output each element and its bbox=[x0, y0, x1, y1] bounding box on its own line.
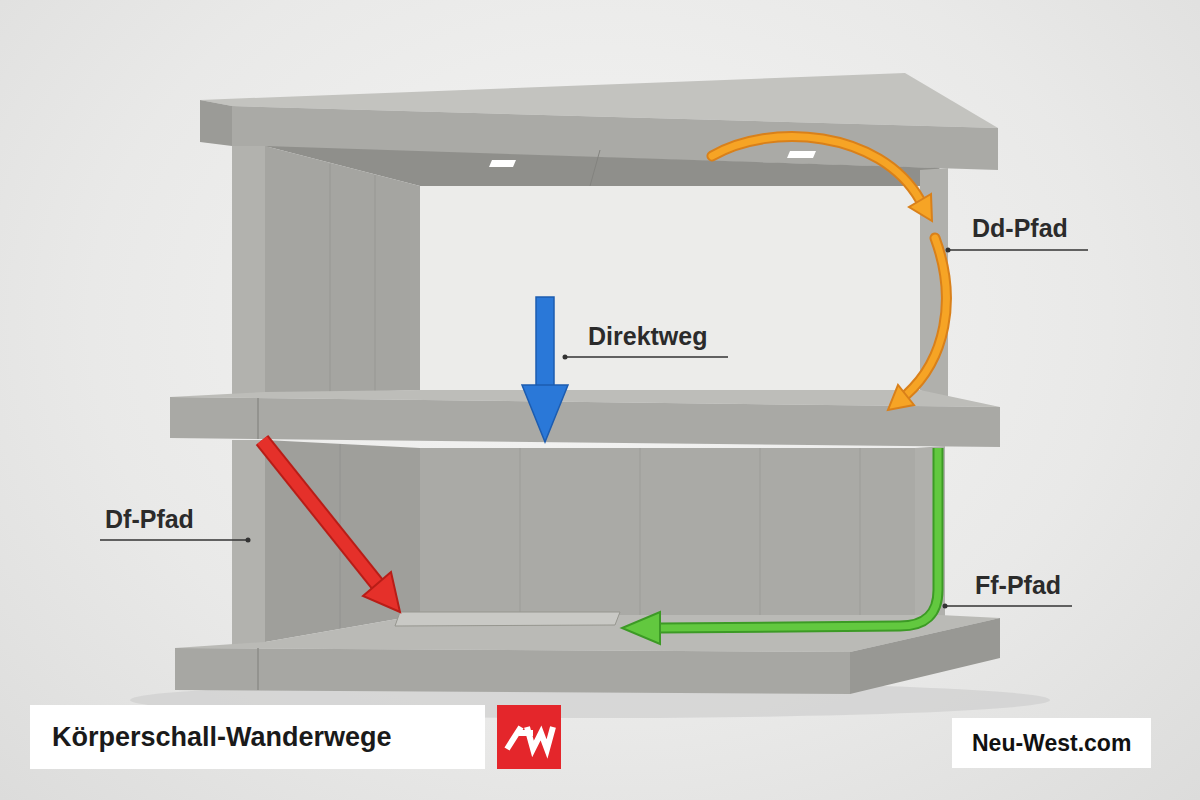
formwork-seam bbox=[860, 448, 861, 615]
middle-slab-front bbox=[170, 397, 1000, 447]
watermark: Neu-West.com bbox=[972, 730, 1131, 756]
leader-dot bbox=[563, 355, 568, 360]
formwork-seam bbox=[375, 175, 376, 392]
leader-dot bbox=[946, 248, 951, 253]
bottom-slab-front bbox=[175, 648, 850, 694]
leader-line bbox=[948, 249, 1088, 251]
ff-arrowhead bbox=[622, 612, 660, 644]
ff-arrow bbox=[660, 448, 938, 628]
path-label: Direktweg bbox=[588, 322, 707, 351]
slab-joint bbox=[257, 398, 259, 439]
brand-logo bbox=[497, 705, 561, 769]
dd-arrowhead bbox=[888, 385, 914, 410]
top-slab-end bbox=[200, 100, 232, 146]
watermark-box: Neu-West.com bbox=[952, 718, 1151, 768]
slab-joint bbox=[257, 648, 259, 690]
label-holder: Direktweg bbox=[588, 322, 707, 351]
dd-arrow bbox=[712, 137, 920, 200]
label-holder: Ff-Pfad bbox=[975, 571, 1061, 600]
formwork-seam bbox=[520, 448, 521, 615]
dd-arrowhead bbox=[909, 194, 932, 221]
logo-square bbox=[497, 705, 561, 769]
left-column bbox=[232, 440, 265, 646]
path-label: Dd-Pfad bbox=[972, 214, 1068, 243]
dd-arrow bbox=[712, 137, 920, 200]
leader-dot bbox=[943, 604, 948, 609]
leader-line bbox=[565, 356, 728, 358]
path-label: Ff-Pfad bbox=[975, 571, 1061, 600]
leader-dot bbox=[246, 538, 251, 543]
title-box: Körperschall-Wanderwege bbox=[30, 705, 485, 769]
upper-back-wall bbox=[420, 186, 920, 390]
dd-arrow bbox=[906, 238, 946, 395]
ceiling-light bbox=[489, 160, 516, 167]
ff-arrow bbox=[660, 448, 938, 628]
lower-back-wall bbox=[420, 448, 915, 615]
label-holder: Df-Pfad bbox=[105, 505, 194, 534]
floating-floor bbox=[395, 612, 620, 626]
dd-arrow bbox=[906, 238, 946, 395]
left-column bbox=[232, 146, 265, 395]
formwork-seam bbox=[640, 448, 641, 615]
upper-left-wall bbox=[265, 146, 420, 395]
label-holder: Dd-Pfad bbox=[972, 214, 1068, 243]
formwork-seam bbox=[330, 164, 331, 393]
leader-line bbox=[945, 605, 1072, 607]
leader-line bbox=[100, 539, 248, 541]
formwork-seam bbox=[590, 150, 600, 186]
direct-arrowhead bbox=[522, 385, 568, 442]
path-label: Df-Pfad bbox=[105, 505, 194, 534]
formwork-seam bbox=[760, 448, 761, 615]
ceiling-light bbox=[787, 151, 816, 158]
df-arrow bbox=[262, 440, 378, 585]
title: Körperschall-Wanderwege bbox=[52, 722, 392, 753]
df-arrowhead bbox=[363, 572, 400, 612]
direct-arrow bbox=[536, 297, 554, 387]
logo-mark bbox=[507, 727, 553, 749]
df-arrow bbox=[262, 440, 378, 585]
